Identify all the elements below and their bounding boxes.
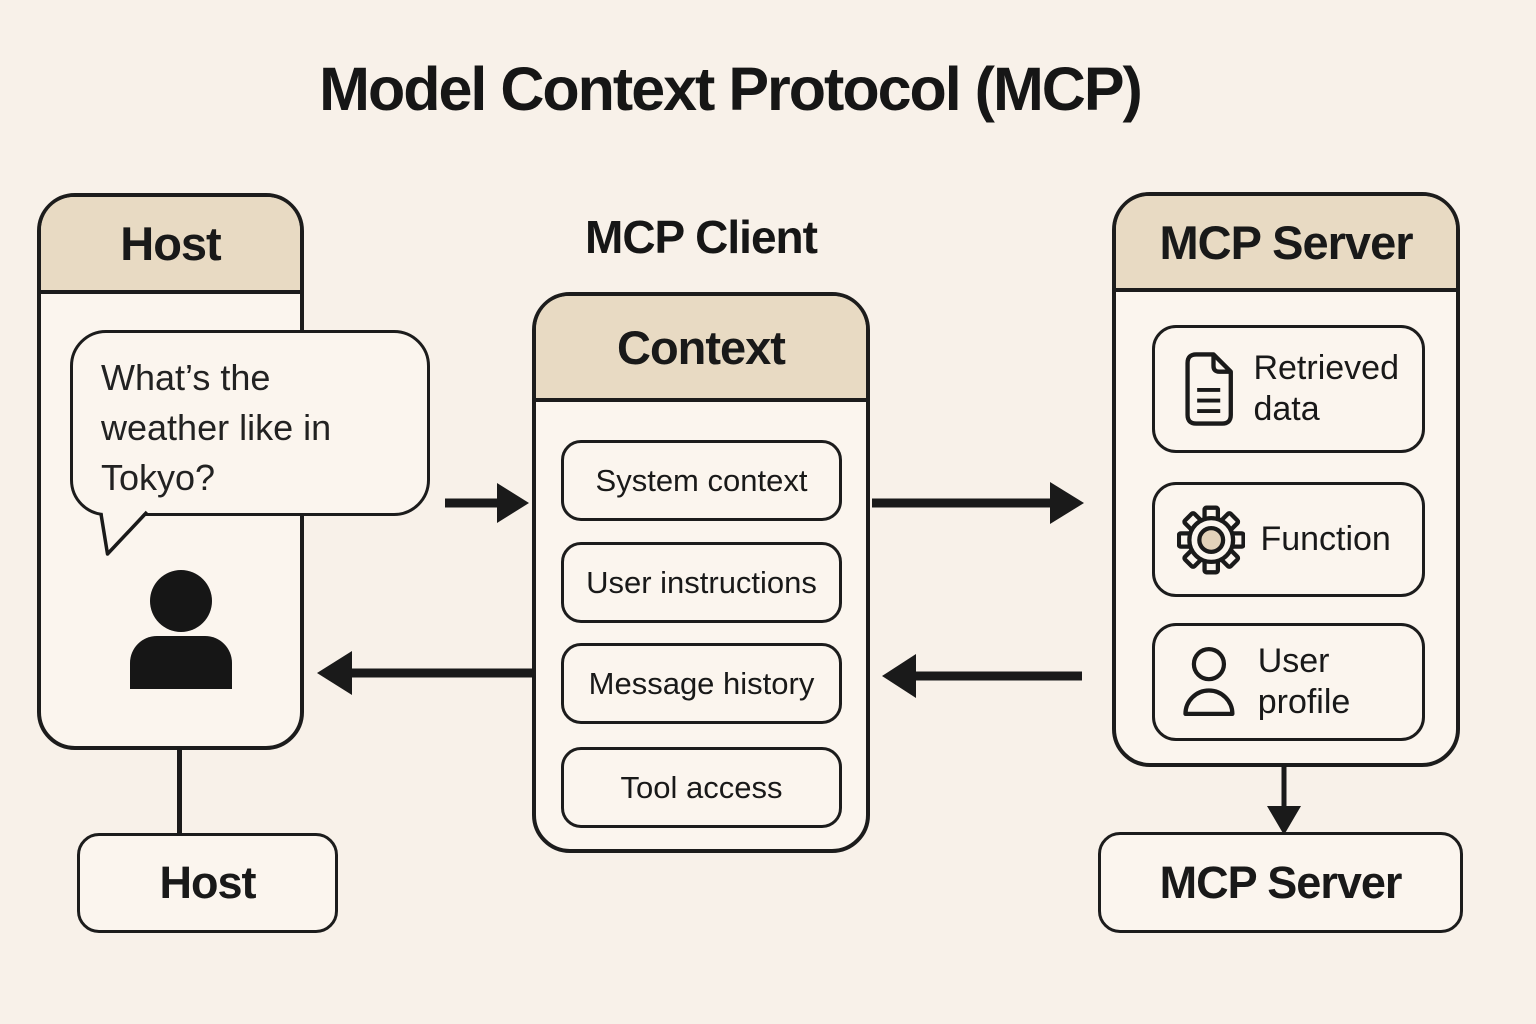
context-item-message-history: Message history <box>561 643 842 724</box>
bubble-line-1: What’s the <box>101 357 271 398</box>
host-box: Host <box>77 833 338 933</box>
person-icon <box>126 568 236 690</box>
server-item-label: Retrieved data <box>1253 349 1399 428</box>
bubble-line-3: Tokyo? <box>101 457 216 498</box>
gear-icon <box>1177 505 1246 574</box>
page-title: Model Context Protocol (MCP) <box>319 55 1143 123</box>
server-item-user-profile: User profile <box>1152 623 1425 741</box>
arrow-server-panel-to-server-box <box>1267 765 1301 835</box>
document-icon <box>1185 352 1233 426</box>
context-panel-title: Context <box>617 320 786 374</box>
context-item-user-instructions: User instructions <box>561 542 842 623</box>
user-icon <box>1183 647 1235 717</box>
context-item-tool-access: Tool access <box>561 747 842 828</box>
arrow-host-to-client <box>445 483 529 523</box>
mcp-server-panel-header: MCP Server <box>1116 196 1456 292</box>
person-icon-svg <box>130 570 232 689</box>
context-item-system-context: System context <box>561 440 842 521</box>
speech-bubble: What’s the weather like in Tokyo? <box>70 330 430 516</box>
server-item-label: Function <box>1260 520 1391 558</box>
server-item-retrieved-data: Retrieved data <box>1152 325 1425 453</box>
context-panel: Context System context User instructions… <box>532 292 870 853</box>
bubble-line-2: weather like in <box>101 407 332 448</box>
host-box-label: Host <box>159 857 257 908</box>
arrow-server-to-client <box>882 654 1082 698</box>
mcp-server-panel: MCP Server Retrieved data <box>1112 192 1460 767</box>
host-panel-title: Host <box>120 217 221 270</box>
mcp-server-box-label: MCP Server <box>1159 856 1403 908</box>
arrow-client-to-host <box>317 651 534 695</box>
mcp-server-box: MCP Server <box>1098 832 1463 933</box>
host-panel-header: Host <box>41 197 300 294</box>
mcp-server-panel-title: MCP Server <box>1159 215 1414 269</box>
server-item-function: Function <box>1152 482 1425 597</box>
mcp-client-label: MCP Client <box>585 211 818 263</box>
server-item-label: User profile <box>1257 642 1351 721</box>
arrow-client-to-server <box>872 482 1084 524</box>
context-panel-header: Context <box>536 296 866 402</box>
